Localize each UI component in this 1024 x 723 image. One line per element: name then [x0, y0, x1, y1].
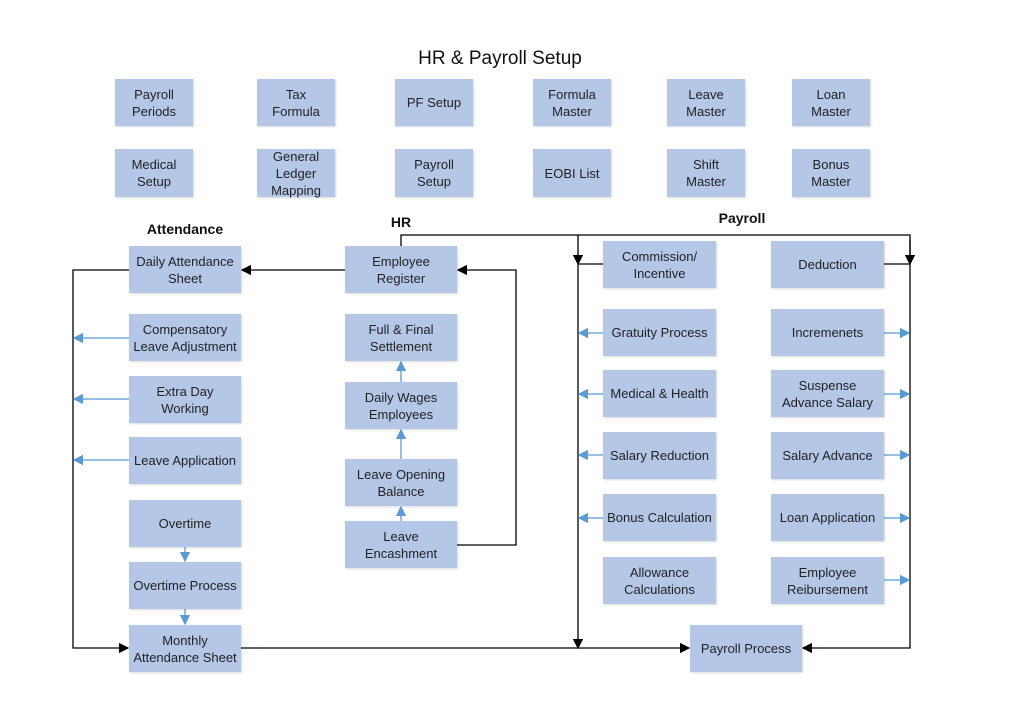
deduction-box: Deduction [771, 241, 884, 288]
compensatory-box: Compensatory Leave Adjustment [129, 314, 241, 361]
medical-setup-box: Medical Setup [115, 149, 193, 197]
gratuity-box: Gratuity Process [603, 309, 716, 356]
extra-day-box: Extra Day Working [129, 376, 241, 423]
full-final-box: Full & Final Settlement [345, 314, 457, 361]
daily-wages-box: Daily Wages Employees [345, 382, 457, 429]
payroll-setup-box: Payroll Setup [395, 149, 473, 197]
suspense-box: Suspense Advance Salary [771, 370, 884, 417]
salary-reduction-box: Salary Reduction [603, 432, 716, 479]
allowance-box: Allowance Calculations [603, 557, 716, 604]
attendance-heading: Attendance [146, 221, 224, 237]
overtime-box: Overtime [129, 500, 241, 547]
leave-opening-box: Leave Opening Balance [345, 459, 457, 506]
gl-mapping-box: General Ledger Mapping [257, 149, 335, 198]
leave-encashment-box: Leave Encashment [345, 521, 457, 568]
pf-setup-box: PF Setup [395, 79, 473, 126]
reimbursement-box: Employee Reibursement [771, 557, 884, 604]
leave-application-box: Leave Application [129, 437, 241, 484]
loan-master-box: Loan Master [792, 79, 870, 126]
medical-health-box: Medical & Health [603, 370, 716, 417]
daily-attendance-box: Daily Attendance Sheet [129, 246, 241, 293]
increments-box: Incremenets [771, 309, 884, 356]
overtime-process-box: Overtime Process [129, 562, 241, 609]
formula-master-box: Formula Master [533, 79, 611, 126]
tax-formula-box: Tax Formula [257, 79, 335, 126]
leave-master-box: Leave Master [667, 79, 745, 126]
salary-advance-box: Salary Advance [771, 432, 884, 479]
payroll-periods-box: Payroll Periods [115, 79, 193, 126]
diagram-title: HR & Payroll Setup [418, 48, 582, 69]
eobi-list-box: EOBI List [533, 149, 611, 197]
bonus-master-box: Bonus Master [792, 149, 870, 197]
payroll-heading: Payroll [718, 210, 766, 226]
commission-box: Commission/ Incentive [603, 241, 716, 288]
employee-register-box: Employee Register [345, 246, 457, 293]
loan-application-box: Loan Application [771, 494, 884, 541]
bonus-calculation-box: Bonus Calculation [603, 494, 716, 541]
payroll-process-box: Payroll Process [690, 625, 802, 672]
hr-heading: HR [390, 214, 412, 230]
monthly-attendance-box: Monthly Attendance Sheet [129, 625, 241, 672]
shift-master-box: Shift Master [667, 149, 745, 197]
